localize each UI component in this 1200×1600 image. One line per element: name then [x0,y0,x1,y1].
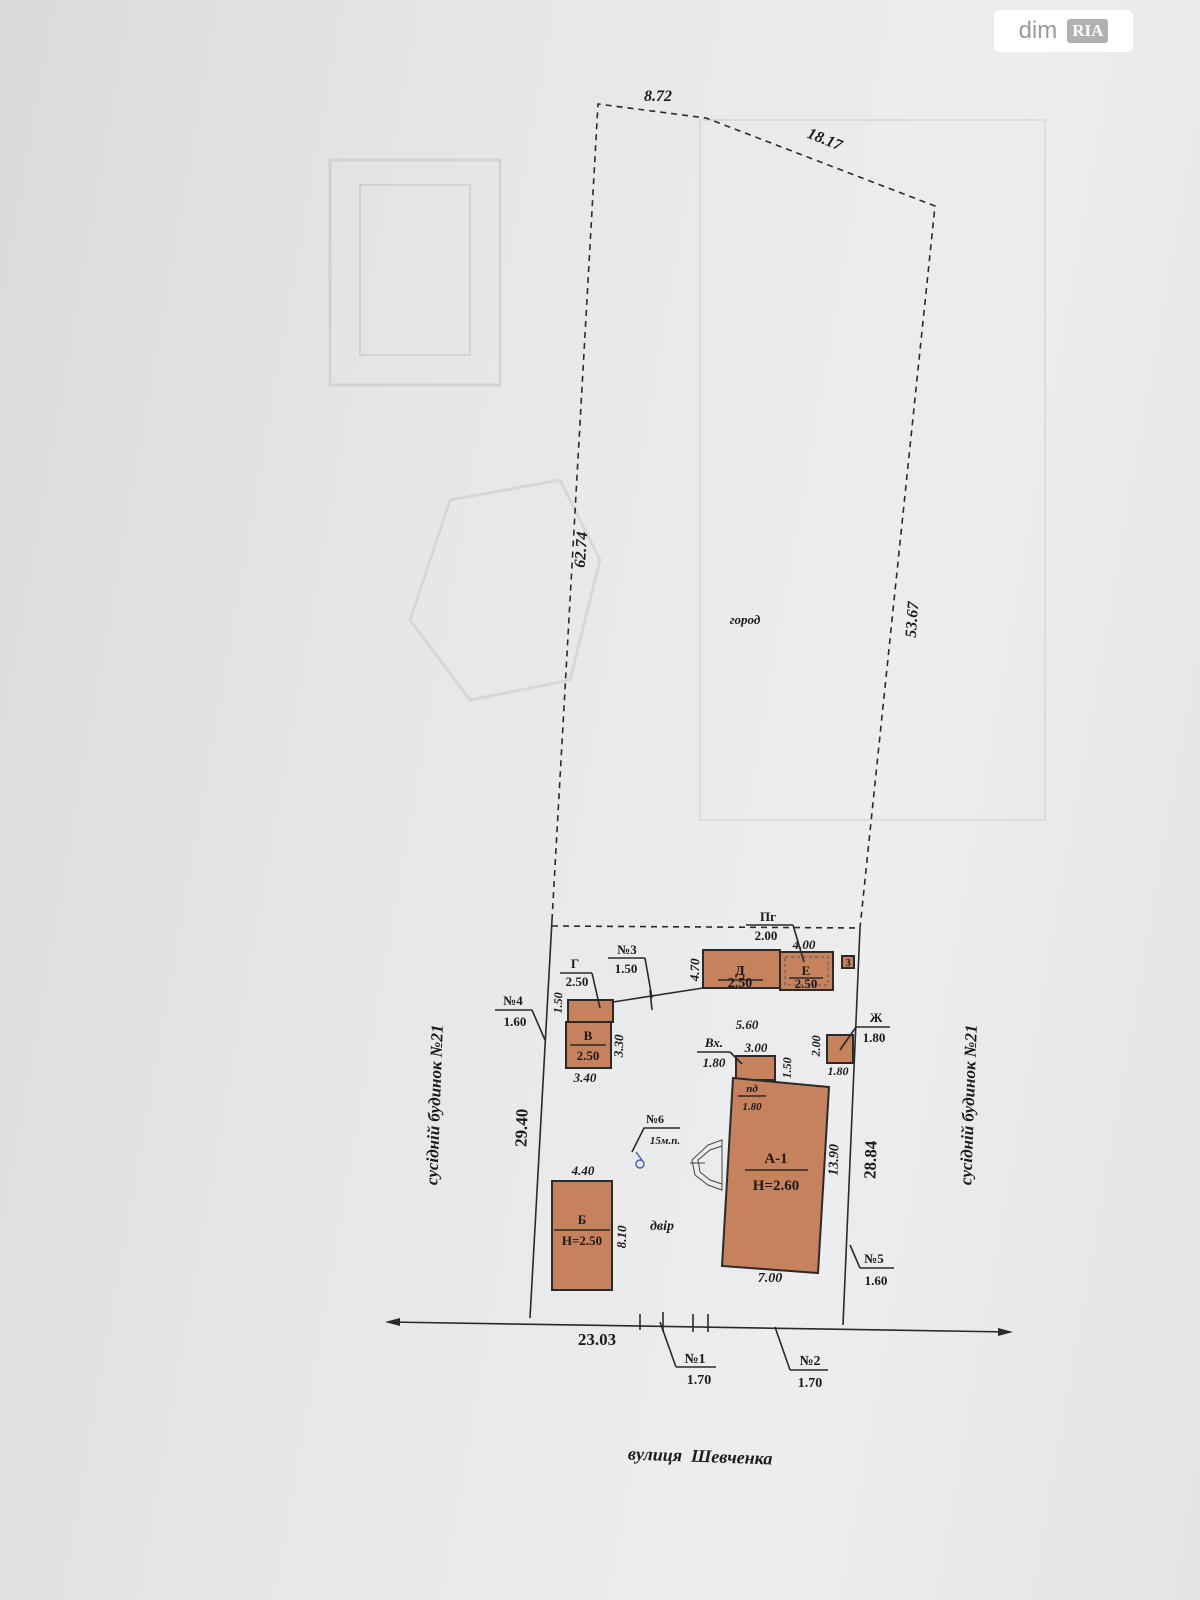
building-d-width: 5.60 [736,1017,759,1032]
house-a1-name: А-1 [764,1151,787,1167]
fence-2-name: №2 [799,1354,820,1369]
dim-right-lower: 28.84 [860,1140,880,1179]
building-e-height: 2.50 [795,976,818,991]
building-zh-length: 2.00 [809,1035,824,1057]
building-g-length: 1.50 [551,992,566,1013]
right-boundary [842,927,861,1326]
yard-label: двір [650,1219,674,1234]
entrance-vx-length: 1.50 [780,1057,795,1078]
building-e [779,951,834,991]
building-z [841,955,855,969]
building-v-width: 3.40 [573,1070,597,1085]
garden-boundary [551,103,936,929]
building-zh-name: Ж [870,1010,883,1025]
dim-left-lower: 29.40 [511,1108,531,1147]
fence-6-name: №6 [646,1112,664,1126]
left-boundary [529,919,553,1319]
building-d-length: 4.70 [687,958,703,983]
fence-5-name: №5 [864,1251,884,1266]
building-g-height: 2.50 [566,974,589,989]
street-line [387,1321,1011,1333]
dim-top-right: 18.17 [805,125,846,155]
building-b-name: Б [578,1212,587,1227]
house-a1-width: 7.00 [758,1271,783,1286]
house-a1-height: Н=2.60 [753,1178,799,1194]
garden-divider [551,925,861,929]
street-label: вулиця Шевченка [628,1443,773,1468]
building-g [567,999,614,1023]
fence-2-height: 1.70 [798,1376,823,1391]
water-tap-icon [635,1151,645,1169]
building-e-width: 4.00 [792,937,816,952]
building-z-label: З [845,958,850,969]
building-v-name: В [584,1028,593,1043]
dim-front: 23.03 [578,1330,616,1349]
building-zh-height: 1.80 [863,1030,886,1045]
pd-height: 1.80 [742,1101,762,1113]
fence-1-name: №1 [684,1352,705,1367]
arrow-left-icon [385,1318,400,1326]
dim-left-upper: 62.74 [572,531,591,568]
fence-3 [612,987,704,1003]
fence-3-name: №3 [617,942,637,957]
building-v-height: 2.50 [577,1048,600,1063]
building-d-height: 2.50 [728,976,753,991]
building-pg-height: 2.00 [755,928,778,943]
dimria-watermark: dim RIA [994,10,1133,52]
building-b [551,1180,613,1291]
entrance-vx-name: Вх. [704,1035,723,1050]
fence-4-height: 1.60 [504,1014,527,1029]
neighbor-right-label: сусідній будинок №21 [956,1024,981,1185]
well-icon [690,1139,723,1191]
building-d-name: Д [735,964,745,979]
pd-name: пд [746,1083,758,1095]
building-b-width: 4.40 [571,1163,595,1178]
arrow-right-icon [998,1328,1013,1336]
gate-marks [639,1312,709,1332]
entrance-vx [735,1055,776,1081]
building-pg-name: Пг [760,909,776,924]
neighbor-left-label: сусідній будинок №21 [422,1024,447,1185]
house-a1-length: 13.90 [826,1144,842,1176]
fence-3-height: 1.50 [615,961,638,976]
fence-5-height: 1.60 [865,1273,888,1288]
watermark-ria: RIA [1067,19,1109,43]
building-e-name: Е [802,963,811,978]
fence-4-name: №4 [503,993,523,1008]
house-a1 [720,1076,831,1275]
entrance-vx-width: 3.00 [744,1040,768,1055]
building-v-length: 3.30 [611,1034,627,1059]
garden-label: город [730,612,761,627]
fence-6-length: 15м.п. [650,1135,680,1147]
building-g-name: Г [571,956,579,971]
building-zh-width: 1.80 [828,1064,849,1078]
fence-1-height: 1.70 [687,1373,712,1388]
watermark-dim: dim [1018,17,1058,44]
building-b-length: 8.10 [614,1225,630,1249]
dim-right-upper: 53.67 [903,600,923,638]
entrance-vx-height: 1.80 [703,1055,726,1070]
building-b-height: Н=2.50 [562,1233,602,1248]
dim-top-left: 8.72 [644,88,672,105]
ghost-drawing [328,119,1046,821]
